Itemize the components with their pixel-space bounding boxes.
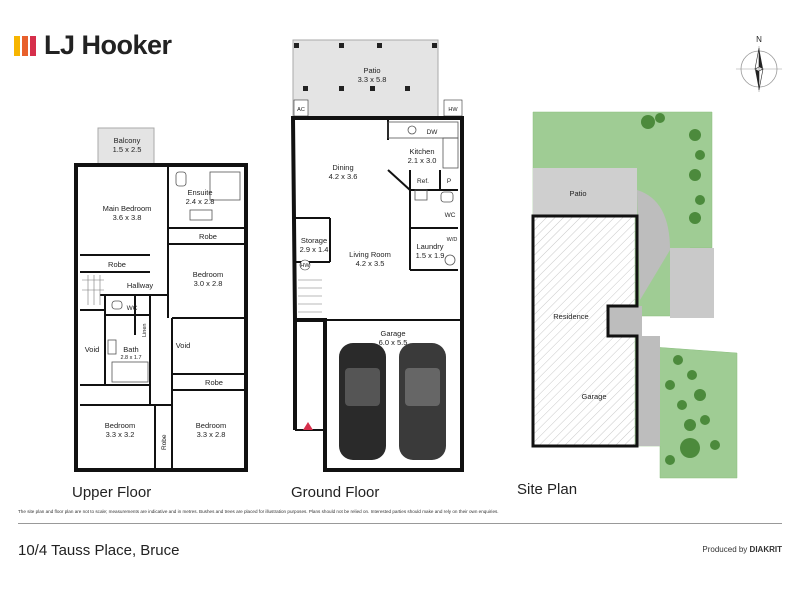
site-plan: Patio Residence Garage [531, 111, 738, 479]
bath-size: 2.8 x 1.7 [120, 355, 141, 361]
brand-logo: LJ Hooker [14, 30, 172, 61]
kitchen-label: Kitchen [409, 147, 434, 156]
upper-floor-caption: Upper Floor [72, 484, 152, 501]
robe-left-label: Robe [108, 260, 126, 269]
floor-plans: Balcony 1.5 x 2.5 Main Bedroom 3.6 x 3.8… [74, 39, 738, 479]
robe-vertical-label: Robe [161, 434, 168, 450]
hallway-label: Hallway [127, 281, 154, 290]
bedroom-bottom-left-label: Bedroom [105, 421, 135, 430]
footer-divider [18, 523, 782, 524]
bedroom-mid-label: Bedroom [193, 270, 223, 279]
living-room-size: 4.2 x 3.5 [356, 259, 385, 268]
kitchen-size: 2.1 x 3.0 [408, 156, 437, 165]
bath-label: Bath [123, 345, 138, 354]
disclaimer-text: The site plan and floor plan are not to … [18, 509, 499, 514]
site-plan-caption: Site Plan [517, 481, 578, 498]
bedroom-bottom-right-label: Bedroom [196, 421, 226, 430]
living-room-label: Living Room [349, 250, 391, 259]
wc-ground-label: WC [445, 212, 456, 219]
ac-label: AC [297, 107, 305, 113]
hw-label: HW [448, 107, 458, 113]
balcony-size: 1.5 x 2.5 [113, 145, 142, 154]
logo-bar-orange [22, 35, 28, 56]
logo-bar-yellow [14, 35, 20, 56]
main-bedroom-size: 3.6 x 3.8 [113, 213, 142, 222]
patio-label: Patio [363, 66, 380, 75]
ref-label: Ref. [417, 178, 429, 185]
pantry-label: P [447, 178, 451, 185]
laundry-label: Laundry [416, 242, 443, 251]
car-icon [339, 343, 386, 460]
upper-floor-plan: Balcony 1.5 x 2.5 Main Bedroom 3.6 x 3.8… [74, 127, 248, 472]
robe-top-label: Robe [199, 232, 217, 241]
void-left-label: Void [85, 345, 100, 354]
storage-size: 2.9 x 1.4 [300, 245, 329, 254]
linen-label: Linen [142, 324, 148, 337]
wc-label: WC [127, 305, 138, 312]
dining-label: Dining [332, 163, 353, 172]
storage-label: Storage [301, 236, 327, 245]
producer-prefix: Produced by [702, 545, 748, 554]
garage-label: Garage [380, 329, 405, 338]
logo-mark [14, 35, 36, 56]
north-arrow-icon: N [736, 35, 782, 92]
dw-label: DW [427, 129, 439, 136]
brand-name: LJ Hooker [44, 30, 172, 60]
ground-floor-caption: Ground Floor [291, 484, 380, 501]
producer-credit: Produced by DIAKRIT [702, 545, 782, 554]
property-address: 10/4 Tauss Place, Bruce [18, 542, 180, 559]
robe-right-label: Robe [205, 378, 223, 387]
bedroom-mid-size: 3.0 x 2.8 [194, 279, 223, 288]
logo-bar-red [30, 35, 36, 56]
bedroom-bottom-left-size: 3.3 x 3.2 [106, 430, 135, 439]
compass-north-label: N [756, 35, 762, 44]
ground-floor-plan: Patio 3.3 x 5.8 AC HW DW Kitchen 2.1 x 3… [290, 39, 464, 472]
void-mid-label: Void [176, 341, 191, 350]
patio-size: 3.3 x 5.8 [358, 75, 387, 84]
ensuite-size: 2.4 x 2.8 [186, 197, 215, 206]
main-bedroom-label: Main Bedroom [103, 204, 152, 213]
site-residence-label: Residence [553, 312, 588, 321]
car-icon [399, 343, 446, 460]
wd-label: W/D [447, 237, 458, 243]
laundry-size: 1.5 x 1.9 [416, 251, 445, 260]
hw-small-label: HW [300, 263, 310, 269]
bedroom-bottom-right-size: 3.3 x 2.8 [197, 430, 226, 439]
dining-size: 4.2 x 3.6 [329, 172, 358, 181]
site-patio-label: Patio [569, 189, 586, 198]
producer-name: DIAKRIT [749, 545, 782, 554]
ensuite-label: Ensuite [187, 188, 212, 197]
site-garage-label: Garage [581, 392, 606, 401]
balcony-label: Balcony [114, 136, 141, 145]
garage-size: 6.0 x 5.5 [379, 338, 408, 347]
